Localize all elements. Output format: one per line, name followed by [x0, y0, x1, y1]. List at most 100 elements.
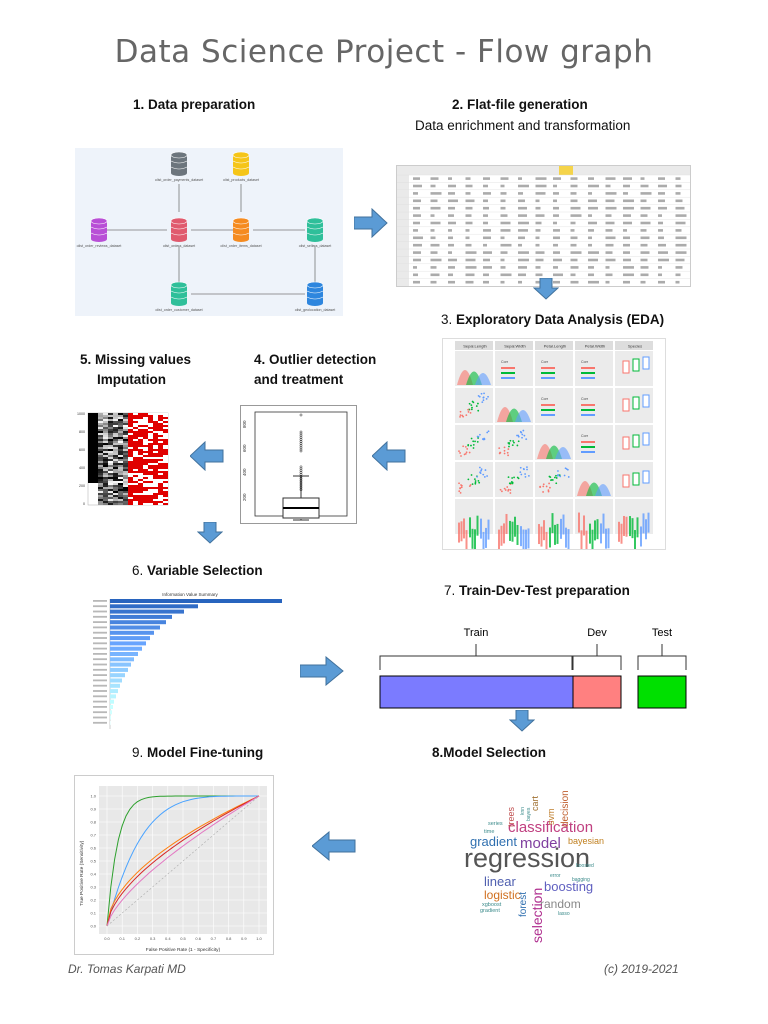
word-model: model — [520, 835, 561, 852]
iv-bar — [110, 652, 138, 656]
roc-x-tick: 0.9 — [241, 936, 247, 941]
eda-column-header: Sepal.Width — [504, 344, 526, 349]
roc-y-tick: 0.0 — [90, 924, 96, 929]
step-8-heading: 8.Model Selection — [432, 745, 547, 760]
word-gradient-small: gradient — [480, 908, 500, 914]
iv-bar — [110, 630, 154, 635]
schema-table-label: olist_geolocation_dataset — [295, 308, 336, 312]
roc-curve — [106, 795, 260, 927]
roc-y-tick: 0.6 — [90, 846, 96, 851]
roc-curve-chart: False Positive Rate (1 - Specificity) Tr… — [74, 775, 274, 955]
step-1-heading: 1. Data preparation — [133, 97, 256, 112]
roc-y-tick: 0.8 — [90, 820, 96, 825]
iv-bar — [110, 620, 166, 625]
arrow-down-2-to-3 — [533, 278, 559, 300]
iv-bar — [110, 662, 131, 667]
svg-text:200: 200 — [242, 493, 247, 501]
database-icon — [232, 217, 250, 242]
iv-bar — [110, 614, 172, 619]
database-icon — [306, 217, 324, 242]
iv-bar-chart: Information Value Summary — [93, 592, 282, 729]
word-lasso: lasso — [558, 911, 570, 917]
iv-bar — [110, 657, 134, 662]
roc-x-tick: 0.7 — [211, 936, 217, 941]
word-decision: decision — [560, 790, 571, 827]
arrow-down-7-to-8 — [509, 710, 535, 732]
roc-xlabel: False Positive Rate (1 - Specificity) — [146, 947, 221, 953]
step-5-line2: Imputation — [97, 372, 166, 387]
iv-bar — [110, 683, 120, 688]
roc-curve — [106, 795, 260, 927]
schema-table-label: olist_order_reviews_dataset — [77, 244, 122, 248]
eda-column-header: Species — [628, 344, 642, 349]
iv-bar — [110, 694, 116, 699]
word-linear: linear — [484, 874, 516, 889]
svg-text:Corr: Corr — [581, 397, 589, 401]
roc-y-tick: 1.0 — [90, 794, 96, 799]
roc-x-tick: 0.4 — [165, 936, 171, 941]
schema-table-label: olist_order_payments_dataset — [155, 178, 203, 182]
database-icon — [90, 217, 108, 242]
database-icon — [170, 217, 188, 242]
schema-table-label: olist_orders_dataset — [163, 244, 195, 248]
svg-text:Corr: Corr — [581, 434, 589, 438]
roc-curve — [106, 795, 259, 927]
arrow-left-3-to-4 — [372, 441, 406, 471]
iv-bar — [110, 705, 113, 709]
word-series: series — [488, 821, 503, 827]
step-3-number: 3. — [441, 312, 453, 327]
word-trees: trees — [506, 806, 516, 827]
word-forest: forest — [518, 892, 529, 917]
iv-bar — [110, 678, 122, 683]
step-7-heading: 7. Train-Dev-Test preparation — [444, 583, 630, 598]
step-6-number: 6. — [132, 563, 144, 578]
step-6-label: Variable Selection — [147, 563, 263, 578]
iv-bar — [110, 599, 282, 603]
roc-curve — [106, 795, 260, 927]
page-title: Data Science Project - Flow graph — [114, 34, 654, 70]
word-bayesian: bayesian — [568, 836, 604, 846]
word-bayes: bayes — [526, 807, 532, 821]
svg-text:600: 600 — [242, 444, 247, 452]
schema-table-label: olist_sellers_dataset — [299, 244, 332, 248]
svg-text:800: 800 — [79, 430, 85, 434]
roc-y-tick: 0.9 — [90, 807, 96, 812]
iv-bar — [110, 710, 112, 715]
flat-file-spreadsheet — [396, 165, 691, 287]
iv-bar — [110, 641, 146, 646]
step-4-line1: 4. Outlier detection — [254, 352, 377, 367]
svg-text:Corr: Corr — [581, 360, 589, 364]
roc-x-tick: 1.0 — [256, 936, 262, 941]
roc-y-tick: 0.1 — [90, 911, 96, 916]
iv-bar — [110, 673, 125, 678]
word-bagging: bagging — [572, 877, 590, 883]
roc-graphic: False Positive Rate (1 - Specificity) Tr… — [79, 786, 267, 953]
roc-y-tick: 0.5 — [90, 859, 96, 864]
svg-text:200: 200 — [79, 484, 85, 488]
step-9-heading: 9. Model Fine-tuning — [132, 745, 263, 760]
iv-bar — [110, 689, 118, 694]
roc-x-tick: 0.1 — [119, 936, 125, 941]
word-svm: svm — [546, 809, 556, 826]
spreadsheet-grid — [397, 166, 690, 286]
roc-x-tick: 0.0 — [104, 936, 110, 941]
step-3-heading: 3. Exploratory Data Analysis (EDA) — [441, 312, 664, 327]
footer-copyright: (c) 2019-2021 — [604, 962, 679, 976]
roc-y-tick: 0.7 — [90, 833, 96, 838]
split-diagram: Train Dev Test — [379, 627, 687, 709]
iv-bar — [110, 715, 111, 720]
iv-bar — [110, 699, 114, 704]
step-2-subtitle: Data enrichment and transformation — [415, 118, 631, 133]
iv-bar — [110, 604, 198, 609]
train-bar — [379, 675, 574, 709]
step-6-heading: 6. Variable Selection — [132, 563, 263, 578]
database-icon — [306, 281, 324, 306]
wordcloud-graphic: regression classification model gradient… — [464, 790, 604, 943]
dev-bar — [572, 675, 622, 709]
word-boosted: boosted — [576, 863, 594, 869]
